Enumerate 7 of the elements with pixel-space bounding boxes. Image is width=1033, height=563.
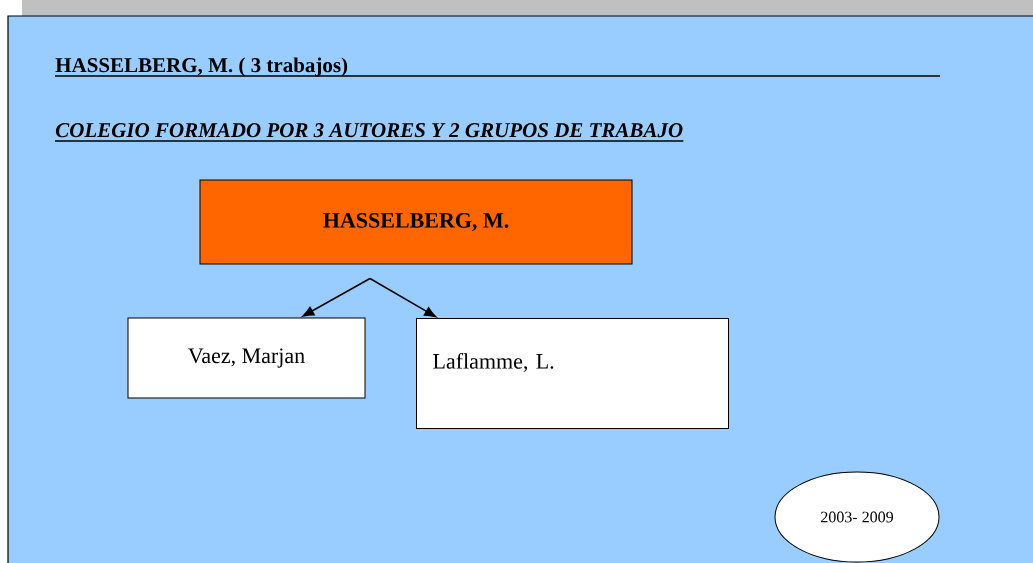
coauthor-box: Laflamme, L. — [416, 318, 729, 429]
title: HASSELBERG, M. ( 3 trabajos) — [54, 57, 941, 77]
subtitle: COLEGIO FORMADO POR 3 AUTORES Y 2 GRUPOS DE TRABAJO — [54, 123, 685, 142]
arrow — [369, 277, 437, 318]
coauthor-box: Vaez, Marjan — [127, 317, 366, 399]
author-box: HASSELBERG, M. — [199, 179, 633, 265]
arrow — [302, 277, 371, 317]
